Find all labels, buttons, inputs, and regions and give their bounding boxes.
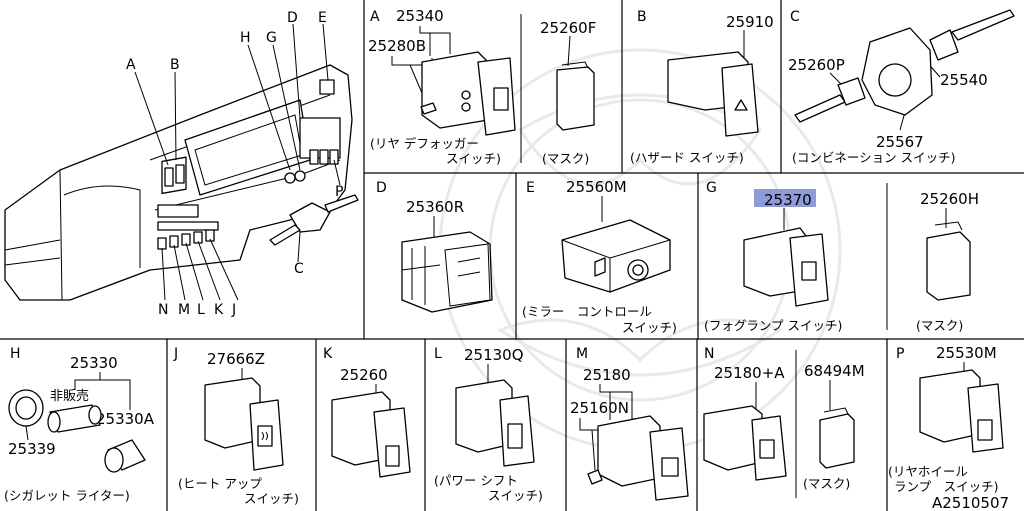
svg-text:(ヒート アップ: (ヒート アップ bbox=[178, 476, 262, 491]
section-b: B 25910 (ハザード スイッチ) bbox=[630, 9, 774, 165]
dash-label-m: M bbox=[178, 302, 190, 318]
svg-text:68494M: 68494M bbox=[804, 362, 865, 380]
svg-text:25260F: 25260F bbox=[540, 19, 596, 37]
svg-text:P: P bbox=[896, 346, 904, 362]
dash-label-l: L bbox=[197, 302, 205, 318]
svg-text:B: B bbox=[637, 9, 647, 25]
combination-switch-icon bbox=[269, 194, 359, 246]
svg-text:スイッチ): スイッチ) bbox=[244, 491, 299, 506]
dashboard-overview bbox=[4, 23, 359, 301]
svg-text:スイッチ): スイッチ) bbox=[446, 151, 501, 166]
dash-label-c: C bbox=[294, 261, 304, 277]
section-m: M 25180 25160N bbox=[570, 346, 689, 501]
svg-text:H: H bbox=[10, 346, 21, 362]
svg-text:M: M bbox=[576, 346, 588, 362]
svg-text:スイッチ): スイッチ) bbox=[622, 320, 677, 335]
svg-text:25180: 25180 bbox=[583, 366, 631, 384]
svg-text:E: E bbox=[526, 180, 535, 196]
svg-text:(ハザード スイッチ): (ハザード スイッチ) bbox=[630, 150, 744, 165]
svg-text:25130Q: 25130Q bbox=[464, 346, 524, 364]
dash-label-a: A bbox=[126, 57, 136, 73]
reference-code: A2510507 bbox=[932, 494, 1009, 511]
svg-text:N: N bbox=[704, 346, 714, 362]
svg-text:(ミラー コントロール: (ミラー コントロール bbox=[522, 304, 652, 319]
svg-text:25260: 25260 bbox=[340, 366, 388, 384]
svg-text:(パワー シフト: (パワー シフト bbox=[434, 473, 518, 488]
svg-text:(シガレット ライター): (シガレット ライター) bbox=[4, 488, 130, 503]
svg-text:G: G bbox=[706, 180, 717, 196]
svg-text:25260H: 25260H bbox=[920, 190, 979, 208]
section-d: D 25360R bbox=[376, 180, 493, 313]
dash-label-j: J bbox=[231, 302, 236, 318]
svg-text:K: K bbox=[323, 346, 333, 362]
dash-label-e: E bbox=[318, 10, 327, 26]
svg-text:非販売: 非販売 bbox=[50, 388, 89, 404]
svg-text:D: D bbox=[376, 180, 387, 196]
svg-text:L: L bbox=[434, 346, 442, 362]
section-g: G 25370 (フォグランプ スイッチ) 25260H (マスク) bbox=[704, 180, 979, 333]
svg-text:25567: 25567 bbox=[876, 133, 924, 151]
svg-text:(コンビネーション スイッチ): (コンビネーション スイッチ) bbox=[792, 150, 955, 165]
svg-text:25340: 25340 bbox=[396, 7, 444, 25]
dash-label-k: K bbox=[214, 302, 224, 318]
dash-label-h: H bbox=[240, 30, 251, 46]
section-k: K 25260 bbox=[323, 346, 411, 478]
dashboard-letter-labels: A B D E H G P C N M L K J bbox=[126, 10, 343, 318]
section-h: H 25330 非販売 25330A 25339 (シガレット ライター) bbox=[4, 346, 155, 503]
section-n: N 25180+A 68494M (マスク) bbox=[703, 346, 865, 491]
section-a: A 25340 25280B (リヤ デフォッガー スイッチ) 25260F (… bbox=[368, 7, 596, 166]
svg-text:25330: 25330 bbox=[70, 354, 118, 372]
svg-text:25160N: 25160N bbox=[570, 399, 629, 417]
section-p: P 25530M (リヤホイール ランプ スイッチ) A2510507 bbox=[888, 344, 1009, 511]
svg-text:J: J bbox=[173, 346, 178, 362]
part-number-highlight bbox=[754, 189, 816, 207]
svg-text:27666Z: 27666Z bbox=[207, 350, 265, 368]
svg-text:25540: 25540 bbox=[940, 71, 988, 89]
svg-text:25330A: 25330A bbox=[96, 410, 155, 428]
svg-text:(マスク): (マスク) bbox=[803, 476, 850, 491]
svg-text:25260P: 25260P bbox=[788, 56, 845, 74]
svg-text:C: C bbox=[790, 9, 800, 25]
svg-text:ランプ スイッチ): ランプ スイッチ) bbox=[894, 479, 999, 494]
svg-text:(マスク): (マスク) bbox=[542, 151, 589, 166]
dash-label-p: P bbox=[335, 184, 343, 200]
svg-text:スイッチ): スイッチ) bbox=[488, 488, 543, 503]
section-e: E 25560M (ミラー コントロール スイッチ) bbox=[522, 178, 677, 335]
svg-text:25180+A: 25180+A bbox=[714, 364, 785, 382]
svg-text:25339: 25339 bbox=[8, 440, 56, 458]
section-l: L 25130Q (パワー シフト スイッチ) bbox=[434, 346, 543, 503]
svg-text:25280B: 25280B bbox=[368, 37, 426, 55]
svg-text:(リヤホイール: (リヤホイール bbox=[888, 464, 968, 479]
section-c: C 25260P 25540 25567 (コンビネーション スイッチ) bbox=[788, 9, 1015, 165]
svg-text:25360R: 25360R bbox=[406, 198, 464, 216]
dash-label-g: G bbox=[266, 30, 277, 46]
svg-text:(リヤ デフォッガー: (リヤ デフォッガー bbox=[370, 136, 479, 151]
svg-text:25530M: 25530M bbox=[936, 344, 997, 362]
dash-label-b: B bbox=[170, 57, 180, 73]
svg-text:25910: 25910 bbox=[726, 13, 774, 31]
svg-text:25370: 25370 bbox=[764, 191, 812, 209]
svg-text:(マスク): (マスク) bbox=[916, 318, 963, 333]
section-j: J 27666Z (ヒート アップ スイッチ) bbox=[173, 346, 299, 506]
svg-text:A: A bbox=[370, 9, 380, 25]
svg-text:25560M: 25560M bbox=[566, 178, 627, 196]
dash-label-d: D bbox=[287, 10, 298, 26]
dash-label-n: N bbox=[158, 302, 168, 318]
svg-text:(フォグランプ スイッチ): (フォグランプ スイッチ) bbox=[704, 318, 842, 333]
